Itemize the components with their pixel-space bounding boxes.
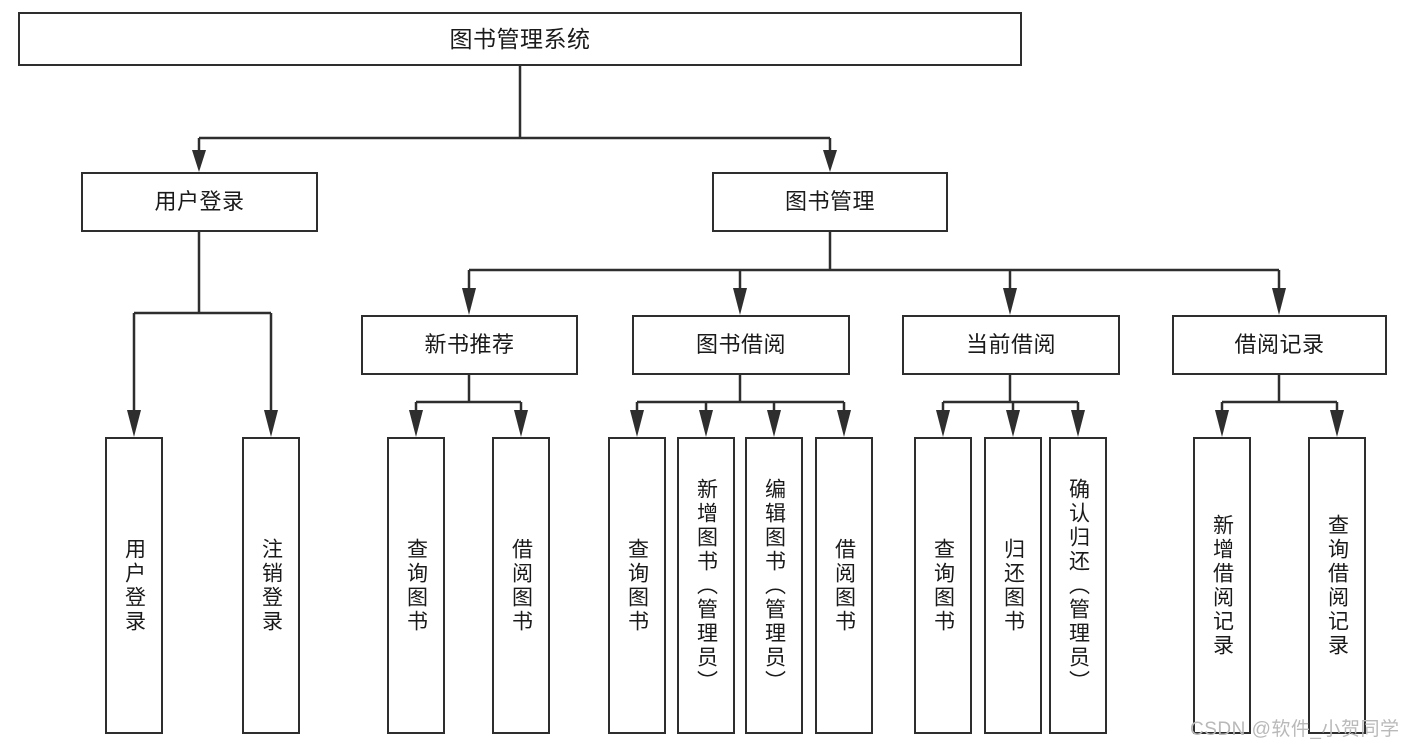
node-label: 用户登录 xyxy=(154,189,245,215)
arrowhead-borrow-leaf-1 xyxy=(630,410,644,437)
node-label: 图书借阅 xyxy=(695,332,786,358)
arrowhead-current-leaf-3 xyxy=(1071,410,1085,437)
arrowhead-record-leaf-1 xyxy=(1215,410,1229,437)
arrowhead-book-mgmt xyxy=(823,150,837,172)
arrowhead-user-login-leaf-1 xyxy=(127,410,141,437)
leaf-borrow-book[interactable]: 借阅图书 xyxy=(815,437,873,734)
node-borrowing-record[interactable]: 借阅记录 xyxy=(1172,315,1387,375)
node-label: 当前借阅 xyxy=(965,332,1056,358)
leaf-user-login[interactable]: 用户登录 xyxy=(105,437,163,734)
node-current-borrowing[interactable]: 当前借阅 xyxy=(902,315,1120,375)
arrowhead-borrow-leaf-3 xyxy=(767,410,781,437)
leaf-return-book[interactable]: 归还图书 xyxy=(984,437,1042,734)
leaf-logout[interactable]: 注销登录 xyxy=(242,437,300,734)
node-label: 新增图书（管理员） xyxy=(694,477,718,694)
leaf-add-book-admin[interactable]: 新增图书（管理员） xyxy=(677,437,735,734)
arrowhead-borrow-leaf-4 xyxy=(837,410,851,437)
node-label: 归还图书 xyxy=(1001,537,1025,634)
arrowhead-current-leaf-2 xyxy=(1006,410,1020,437)
leaf-confirm-return-admin[interactable]: 确认归还（管理员） xyxy=(1049,437,1107,734)
node-label: 用户登录 xyxy=(122,537,146,634)
arrowhead-borrow xyxy=(733,288,747,315)
leaf-query-book-current[interactable]: 查询图书 xyxy=(914,437,972,734)
node-book-borrowing[interactable]: 图书借阅 xyxy=(632,315,850,375)
arrowhead-newbook-leaf-2 xyxy=(514,410,528,437)
node-label: 确认归还（管理员） xyxy=(1066,477,1090,694)
leaf-query-borrowing-record[interactable]: 查询借阅记录 xyxy=(1308,437,1366,734)
node-label: 查询图书 xyxy=(931,537,955,634)
node-root-book-management-system[interactable]: 图书管理系统 xyxy=(18,12,1022,66)
arrowhead-record xyxy=(1272,288,1286,315)
arrowhead-newbook-leaf-1 xyxy=(409,410,423,437)
node-label: 新增借阅记录 xyxy=(1210,513,1234,658)
node-label: 图书管理 xyxy=(784,189,875,215)
node-user-login[interactable]: 用户登录 xyxy=(81,172,318,232)
leaf-query-book-newbook[interactable]: 查询图书 xyxy=(387,437,445,734)
arrowhead-record-leaf-2 xyxy=(1330,410,1344,437)
leaf-add-borrowing-record[interactable]: 新增借阅记录 xyxy=(1193,437,1251,734)
node-label: 查询图书 xyxy=(625,537,649,634)
arrowhead-user-login xyxy=(192,150,206,172)
node-book-management[interactable]: 图书管理 xyxy=(712,172,948,232)
leaf-edit-book-admin[interactable]: 编辑图书（管理员） xyxy=(745,437,803,734)
node-label: 编辑图书（管理员） xyxy=(762,477,786,694)
node-label: 借阅图书 xyxy=(509,537,533,634)
arrowhead-current-leaf-1 xyxy=(936,410,950,437)
node-label: 图书管理系统 xyxy=(449,25,591,52)
node-label: 借阅记录 xyxy=(1234,332,1325,358)
node-label: 新书推荐 xyxy=(424,332,515,358)
arrowheads xyxy=(127,150,1344,437)
node-new-book-recommendation[interactable]: 新书推荐 xyxy=(361,315,578,375)
arrowhead-current xyxy=(1003,288,1017,315)
leaf-borrow-book-newbook[interactable]: 借阅图书 xyxy=(492,437,550,734)
node-label: 注销登录 xyxy=(259,537,283,634)
arrowhead-borrow-leaf-2 xyxy=(699,410,713,437)
leaf-query-book-borrow[interactable]: 查询图书 xyxy=(608,437,666,734)
arrowhead-newbook xyxy=(462,288,476,315)
node-label: 借阅图书 xyxy=(832,537,856,634)
node-label: 查询图书 xyxy=(404,537,428,634)
node-label: 查询借阅记录 xyxy=(1325,513,1349,658)
arrowhead-user-login-leaf-2 xyxy=(264,410,278,437)
